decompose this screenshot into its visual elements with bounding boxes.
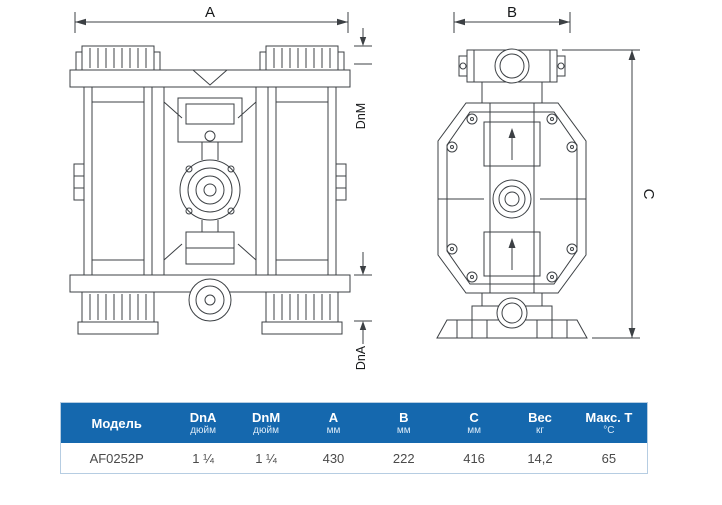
left-chamber xyxy=(83,86,153,276)
col-header-weight: Вес кг xyxy=(509,403,571,443)
col-header-b-unit: мм xyxy=(396,424,411,436)
col-header-dna: DnA дюйм xyxy=(172,403,234,443)
dimension-dna xyxy=(354,252,372,344)
spec-table-data-row: AF0252P 1 ¼ 1 ¼ 430 222 416 14,2 65 xyxy=(61,443,647,473)
center-strip xyxy=(483,102,541,294)
bottom-cap-right xyxy=(261,291,343,335)
spec-table-header-row: Модель DnA дюйм DnM дюйм A мм B мм xyxy=(61,403,647,443)
cell-dna: 1 ¼ xyxy=(172,443,234,473)
col-header-model: Модель xyxy=(61,403,173,443)
top-port xyxy=(458,48,566,103)
dimension-dna-label: DnA xyxy=(354,345,368,370)
pump-front-view-drawing: A DnM DnA xyxy=(69,6,372,370)
col-header-max-temp-unit: °C xyxy=(603,424,615,436)
dimension-b-label: B xyxy=(507,6,517,21)
col-header-a: A мм xyxy=(298,403,369,443)
cell-max-temp: 65 xyxy=(570,443,647,473)
col-header-weight-unit: кг xyxy=(535,424,544,436)
cell-model: AF0252P xyxy=(61,443,173,473)
dimension-dnm xyxy=(354,28,372,65)
col-header-b: B мм xyxy=(368,403,439,443)
col-header-dnm: DnM дюйм xyxy=(233,403,299,443)
body-bolts xyxy=(446,113,578,283)
pump-body-octagon xyxy=(437,102,587,294)
bottom-cap-left xyxy=(77,291,159,335)
base-and-bottom-port xyxy=(436,293,588,339)
col-header-dnm-unit: дюйм xyxy=(253,424,279,436)
cell-weight: 14,2 xyxy=(509,443,571,473)
col-header-max-temp-label: Макс. Т xyxy=(585,409,633,425)
col-header-model-label: Модель xyxy=(91,415,142,431)
top-cap-right xyxy=(259,45,345,71)
col-header-c-label: C xyxy=(469,409,479,425)
col-header-c: C мм xyxy=(438,403,510,443)
cell-a: 430 xyxy=(298,443,369,473)
technical-drawings: A DnM DnA xyxy=(69,6,657,370)
dimension-a xyxy=(74,12,349,33)
bottom-port xyxy=(188,278,232,322)
col-header-dnm-label: DnM xyxy=(251,409,281,425)
col-header-b-label: B xyxy=(399,409,409,425)
side-bracket-left xyxy=(73,163,85,201)
top-cap-left xyxy=(75,45,161,71)
col-header-max-temp: Макс. Т °C xyxy=(570,403,647,443)
col-header-dna-label: DnA xyxy=(189,409,217,425)
dimension-c-label: C xyxy=(640,189,657,200)
cell-b: 222 xyxy=(368,443,439,473)
center-valve-assembly xyxy=(163,87,257,275)
dimension-a-label: A xyxy=(205,6,215,21)
top-manifold xyxy=(69,69,351,88)
col-header-dna-unit: дюйм xyxy=(190,424,216,436)
dimension-c xyxy=(562,49,640,339)
cell-c: 416 xyxy=(438,443,510,473)
col-header-weight-label: Вес xyxy=(528,409,552,425)
dimension-b xyxy=(453,12,571,33)
spec-table: Модель DnA дюйм DnM дюйм A мм B мм xyxy=(60,402,648,474)
pump-side-view-drawing: B C xyxy=(436,6,657,339)
side-bracket-right xyxy=(335,163,347,201)
cell-dnm: 1 ¼ xyxy=(233,443,299,473)
col-header-a-label: A xyxy=(328,409,339,425)
dimension-dnm-label: DnM xyxy=(354,103,368,129)
col-header-c-unit: мм xyxy=(467,424,481,436)
right-chamber xyxy=(267,86,337,276)
col-header-a-unit: мм xyxy=(326,424,341,436)
